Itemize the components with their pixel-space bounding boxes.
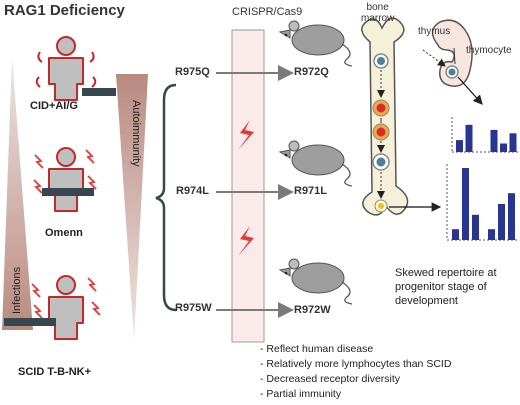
mouse-icon: [278, 140, 353, 187]
autoimmunity-triangle: [116, 74, 148, 340]
skewed-repertoire-text: Skewed repertoire at progenitor stage of…: [395, 267, 497, 307]
human-mutation-label: R975Q: [175, 66, 210, 78]
chart-bar: [452, 229, 459, 240]
mouse-icon: [278, 20, 353, 67]
mouse-icon: [278, 258, 353, 305]
bone-shape: [361, 17, 409, 216]
note-item: - Decreased receptor diversity: [260, 373, 401, 385]
patient-figure-scid: [48, 275, 84, 340]
chart-bar: [456, 140, 463, 152]
mouse-mutation-label: R972W: [294, 304, 331, 316]
phenotype-label-scid: SCID T-B-NK+: [18, 366, 92, 378]
crispr-column: [231, 29, 265, 343]
autoimmunity-label: Autoimmunity: [130, 100, 142, 167]
note-item: - Reflect human disease: [260, 343, 374, 355]
mouse-mutation-label: R972Q: [294, 66, 329, 78]
chart-bar: [472, 214, 479, 240]
chart-bar: [488, 229, 495, 240]
patient-figure-cid: [35, 36, 97, 101]
repertoire-chart-progenitor: [446, 164, 518, 241]
note-item: - Relatively more lymphocytes than SCID: [260, 358, 452, 370]
repertoire-chart-thymocyte: [451, 117, 518, 153]
thymus-shape: [431, 19, 473, 87]
crispr-label: CRISPR/Cas9: [232, 6, 303, 18]
thymocyte-arrow: [457, 76, 483, 105]
thymocyte-label: thymocyte: [466, 45, 512, 56]
bar-marker-scid: [4, 318, 56, 326]
human-mutation-label: R974L: [176, 185, 210, 197]
chart-bar: [490, 129, 498, 152]
human-mutation-label: R975W: [175, 302, 212, 314]
chart-bar: [462, 168, 469, 240]
chart-bar: [500, 143, 507, 152]
bracket: [155, 83, 177, 312]
chart-bar: [498, 204, 505, 240]
chart-bar: [465, 124, 473, 152]
infections-label: Infections: [11, 266, 23, 314]
thymus-label: thymus: [418, 26, 451, 37]
infections-triangle: [2, 57, 33, 330]
mouse-mutation-label: R971L: [294, 185, 328, 197]
note-item: - Partial immunity: [260, 388, 342, 400]
chart-bar: [509, 133, 517, 152]
patient-figure-omenn: [48, 147, 84, 212]
bone-marrow-label: bone marrow: [361, 2, 395, 24]
bar-marker-cid: [82, 88, 116, 96]
phenotype-label-omenn: Omenn: [45, 227, 83, 239]
lightning-icon: [238, 226, 254, 256]
phenotype-label-cid: CID+AI/G: [30, 100, 78, 112]
chart-bar: [508, 193, 515, 240]
lightning-icon: [238, 120, 254, 150]
notes-list: - Reflect human disease - Relatively mor…: [260, 342, 451, 402]
bar-marker-omenn: [42, 188, 94, 196]
page-title: RAG1 Deficiency: [4, 2, 125, 19]
